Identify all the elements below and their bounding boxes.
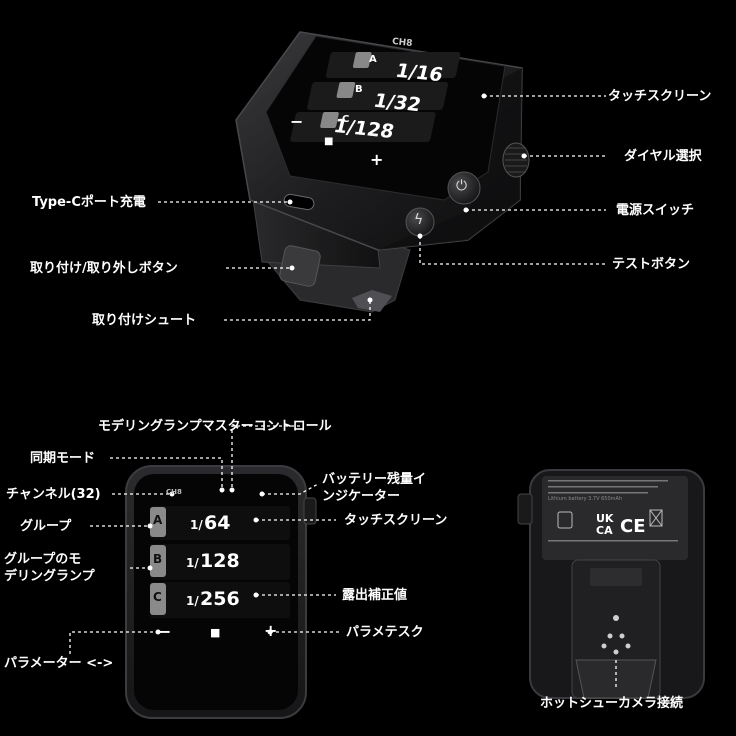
top-device [235,31,530,313]
label-battery-1: バッテリー残量イ [322,472,427,487]
front-group-b-prefix: 1/ [186,556,199,570]
label-group-modeling-1: グループのモ [4,552,82,567]
front-group-c-prefix: 1/ [186,594,199,608]
typec-port [283,193,315,211]
label-typec: Type-Cポート充電 [32,195,146,210]
label-group-modeling-2: デリングランプ [4,569,95,584]
front-channel-icon: CH8 [166,488,182,496]
back-device: UK CA CE [517,469,705,699]
front-group-a-letter[interactable]: A [153,513,163,527]
front-plus-button[interactable]: + [264,621,278,640]
front-group-a-prefix: 1/ [190,518,203,532]
label-touchscreen-front: タッチスクリーン [344,513,448,528]
callout-lines [69,95,617,690]
cert-mark-ce: CE [620,516,646,537]
label-channel: チャンネル(32) [6,487,101,502]
label-power: 電源スイッチ [616,203,695,218]
svg-text:CA: CA [596,524,613,537]
label-test: テストボタン [612,257,691,272]
top-screen-rows [290,52,461,142]
hotshoe-contacts [601,615,631,655]
cert-mark-uk: UK [596,512,614,525]
front-minus-button[interactable]: − [158,622,172,641]
power-button [447,171,481,205]
label-sync-mode: 同期モード [30,451,96,466]
label-exposure: 露出補正値 [342,588,408,603]
label-mount-button: 取り付け/取り外しボタン [30,261,178,276]
label-modeling-master: モデリングランプマスターコントロール [98,419,332,434]
label-parameter-desk: パラメテスク [346,625,424,640]
front-device [125,465,317,719]
front-group-a-value[interactable]: 64 [204,512,231,534]
label-hotshoe: ホットシューカメラ接続 [540,696,684,711]
label-dial: ダイヤル選択 [624,149,702,164]
label-mount-shoe: 取り付けシュート [92,313,197,328]
back-small-text: Lithium battery 3.7V 650mAh [548,496,623,502]
callout-dots [147,93,527,635]
label-battery-2: ンジケーター [322,489,401,504]
mount-release-button [279,245,321,287]
label-touchscreen-top: タッチスクリーン [608,89,712,104]
front-group-b-letter[interactable]: B [153,552,163,566]
front-stop-button[interactable]: ■ [210,626,221,639]
test-button [405,207,435,237]
front-group-c-value[interactable]: 256 [200,588,240,610]
label-group: グループ [20,519,72,534]
front-group-c-letter[interactable]: C [153,590,162,604]
label-parameter: パラメーター <-> [4,656,114,671]
front-group-b-value[interactable]: 128 [200,550,240,572]
